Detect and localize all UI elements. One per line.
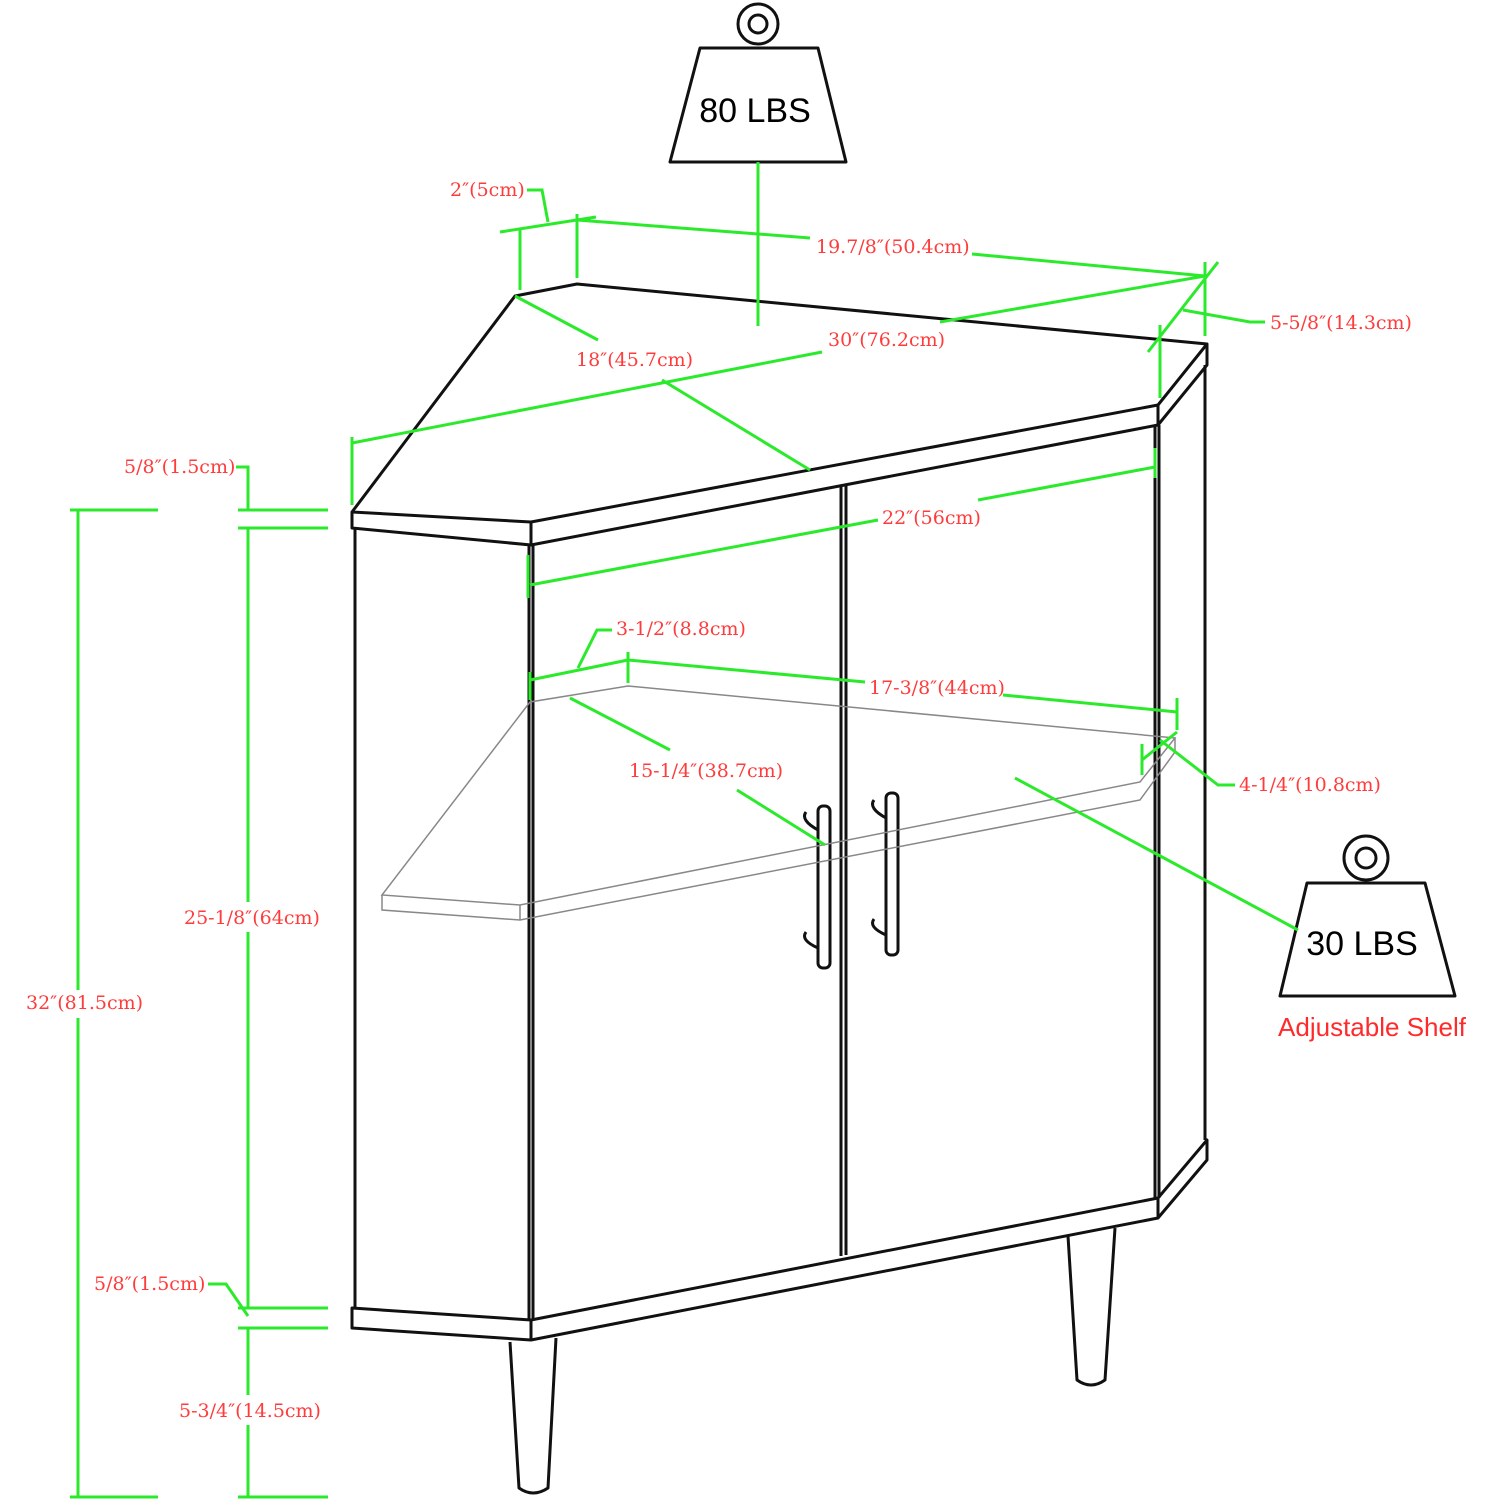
dim-total-height: 32″(81.5cm) [26, 992, 143, 1014]
adjustable-shelf [380, 685, 1177, 921]
dim-shelf-edge: 3-1/2″(8.8cm) [616, 618, 746, 640]
dim-back-width: 19.7/8″(50.4cm) [816, 236, 970, 258]
legs [508, 1227, 1117, 1495]
dim-shelf-back: 17-3/8″(44cm) [869, 677, 1005, 699]
shelf-note: Adjustable Shelf [1278, 1012, 1467, 1042]
dim-shelf-depth: 15-1/4″(38.7cm) [629, 760, 783, 782]
dim-leg-height: 5-3/4″(14.5cm) [179, 1400, 321, 1422]
dim-shelf-side: 4-1/4″(10.8cm) [1239, 774, 1381, 796]
dim-side-width: 5-5/8″(14.3cm) [1270, 312, 1412, 334]
dimension-lines [70, 162, 1299, 1499]
dim-top-edge: 2″(5cm) [450, 179, 525, 201]
weight-30-lbs: 30 LBS Adjustable Shelf [1278, 834, 1467, 1042]
dim-top-thickness: 5/8″(1.5cm) [124, 456, 235, 478]
dim-inner-height: 25-1/8″(64cm) [184, 907, 320, 929]
weight-label: 80 LBS [699, 92, 811, 130]
dim-front-width: 22″(56cm) [882, 507, 981, 529]
weight-80-lbs: 80 LBS [668, 2, 848, 164]
dim-bottom-thickness: 5/8″(1.5cm) [94, 1273, 205, 1295]
dim-diagonal-width: 30″(76.2cm) [828, 329, 945, 351]
dimension-labels: 2″(5cm) 19.7/8″(50.4cm) 5-5/8″(14.3cm) 3… [26, 179, 1412, 1422]
door-handles [803, 791, 900, 970]
dim-depth: 18″(45.7cm) [576, 349, 693, 371]
weight-label: 30 LBS [1306, 925, 1418, 963]
